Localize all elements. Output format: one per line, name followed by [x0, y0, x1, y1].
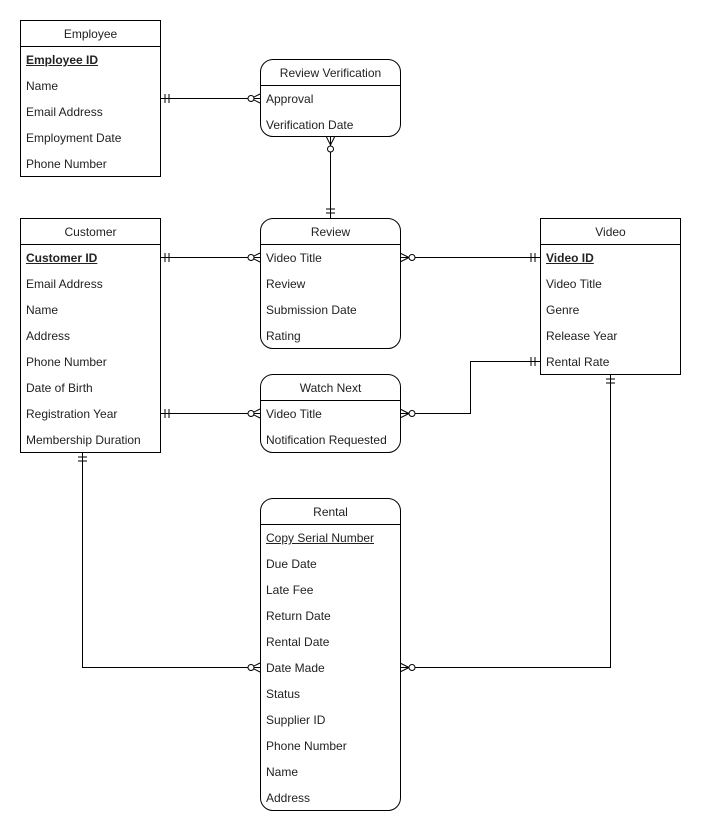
attribute: Email Address: [26, 277, 103, 291]
attribute-primary-key: Video ID: [546, 251, 594, 265]
attribute: Name: [26, 79, 59, 93]
attribute: Phone Number: [266, 739, 347, 753]
entity-title: Customer: [21, 219, 160, 245]
attribute-key: Copy Serial Number: [266, 531, 375, 545]
rel-rental-video: [399, 374, 615, 673]
attribute: Notification Requested: [266, 433, 387, 447]
entity-title: Employee: [21, 21, 160, 47]
entity-employee[interactable]: Employee Employee ID Name Email Address …: [20, 20, 161, 177]
entity-watch-next[interactable]: Watch Next Video Title Notification Requ…: [260, 374, 401, 453]
rel-watch-next-video: [399, 357, 540, 419]
attribute: Status: [266, 687, 301, 701]
attribute: Review: [266, 277, 306, 291]
attribute: Video Title: [266, 407, 322, 421]
attribute: Email Address: [26, 105, 103, 119]
attribute: Release Year: [546, 329, 618, 343]
entity-review-verification[interactable]: Review Verification Approval Verificatio…: [260, 59, 401, 137]
attribute: Date of Birth: [26, 381, 93, 395]
rel-review-verification-review: [325, 135, 336, 218]
entity-video[interactable]: Video Video ID Video Title Genre Release…: [540, 218, 681, 375]
attribute: Membership Duration: [26, 433, 141, 447]
attribute: Employment Date: [26, 131, 122, 145]
attribute: Return Date: [266, 609, 331, 623]
attribute: Date Made: [266, 661, 325, 675]
attribute: Phone Number: [26, 355, 107, 369]
rel-customer-rental: [78, 452, 261, 673]
attribute: Name: [26, 303, 59, 317]
attribute: Due Date: [266, 557, 317, 571]
attribute: Phone Number: [26, 157, 107, 171]
entity-title: Watch Next: [261, 375, 400, 401]
attribute: Video Title: [266, 251, 322, 265]
attribute: Late Fee: [266, 583, 314, 597]
attribute: Submission Date: [266, 303, 357, 317]
entity-title: Review Verification: [261, 60, 400, 86]
entity-title: Rental: [261, 499, 400, 525]
attribute: Address: [26, 329, 71, 343]
rel-customer-review: [160, 252, 261, 263]
attribute: Address: [266, 791, 311, 805]
attribute-primary-key: Employee ID: [26, 53, 99, 67]
attribute: Rating: [266, 329, 301, 343]
attribute: Supplier ID: [266, 713, 326, 727]
entity-customer[interactable]: Customer Customer ID Email Address Name …: [20, 218, 161, 453]
attribute-primary-key: Customer ID: [26, 251, 98, 265]
entity-rental[interactable]: Rental Copy Serial Number Due Date Late …: [260, 498, 401, 811]
rel-customer-watch-next: [160, 408, 261, 419]
attribute: Registration Year: [26, 407, 118, 421]
attribute: Rental Rate: [546, 355, 610, 369]
rel-employee-review-verification: [160, 93, 261, 104]
attribute: Genre: [546, 303, 580, 317]
attribute: Verification Date: [266, 118, 354, 132]
attribute: Name: [266, 765, 299, 779]
attribute: Video Title: [546, 277, 602, 291]
entity-title: Review: [261, 219, 400, 245]
rel-review-video: [399, 252, 540, 263]
entity-title: Video: [541, 219, 680, 245]
attribute: Approval: [266, 92, 314, 106]
attribute: Rental Date: [266, 635, 330, 649]
entity-review[interactable]: Review Video Title Review Submission Dat…: [260, 218, 401, 349]
